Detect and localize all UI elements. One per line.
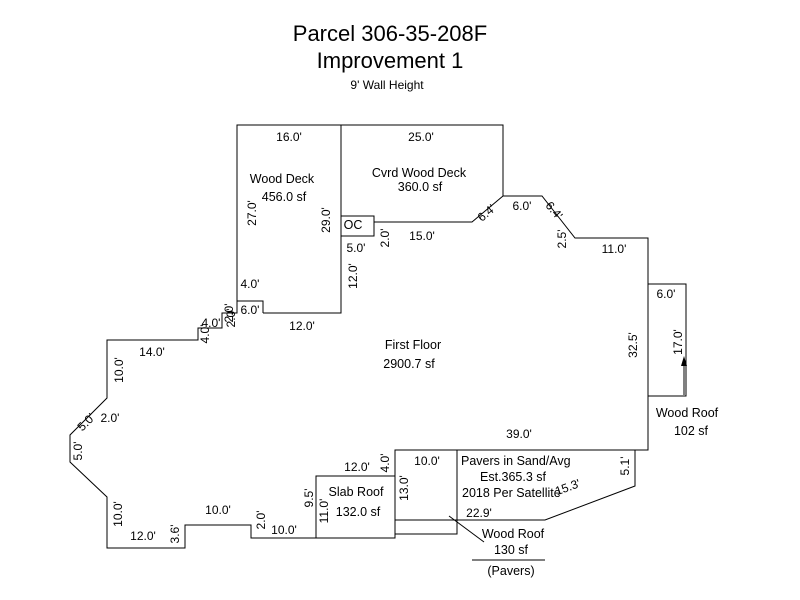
dim-label: 15.3' xyxy=(553,476,582,498)
first-floor-size: 2900.7 sf xyxy=(383,357,435,371)
wood-roof-bottom-name: Wood Roof xyxy=(482,527,545,541)
wood-roof-right-outline xyxy=(648,283,687,397)
dim-label: 5.0' xyxy=(75,411,98,434)
wall-height-label: 9' Wall Height xyxy=(350,78,424,92)
dim-label: 6.0' xyxy=(657,287,676,301)
wood-roof-bottom-note: (Pavers) xyxy=(487,564,534,578)
dim-label: 2.5' xyxy=(555,230,569,249)
dim-label: 2.0' xyxy=(254,511,268,530)
dim-label: 39.0' xyxy=(506,427,532,441)
dim-label: 25.0' xyxy=(408,130,434,144)
dim-label: 16.0' xyxy=(276,130,302,144)
dim-label: 2.0' xyxy=(222,304,236,323)
dim-label: 11.0' xyxy=(317,499,331,524)
dim-label: 10.0' xyxy=(112,357,126,383)
dim-label: 29.0' xyxy=(319,207,333,233)
pavers-label-line1: Pavers in Sand/Avg xyxy=(461,454,571,468)
first-floor-name: First Floor xyxy=(385,338,441,352)
dim-label: 4.0' xyxy=(202,316,221,330)
oc-label: OC xyxy=(344,218,363,232)
dim-label: 11.0' xyxy=(602,242,627,256)
cvrd-wood-deck-name: Cvrd Wood Deck xyxy=(372,166,467,180)
dim-label: 10.0' xyxy=(414,454,440,468)
dim-label: 12.0' xyxy=(289,319,315,333)
dim-label: 6.4' xyxy=(543,199,566,223)
dim-label: 2.0' xyxy=(378,229,392,248)
wood-deck-outline xyxy=(236,124,342,301)
dim-label: 5.0' xyxy=(71,442,85,461)
dim-label: 6.4' xyxy=(475,201,499,224)
dim-label: 3.6' xyxy=(168,525,182,544)
wood-deck-name: Wood Deck xyxy=(250,172,315,186)
dim-label: 4.0' xyxy=(378,454,392,473)
wood-deck-size: 456.0 sf xyxy=(262,190,307,204)
cvrd-wood-deck-size: 360.0 sf xyxy=(398,180,443,194)
wood-roof-bottom-size: 130 sf xyxy=(494,543,529,557)
slab-roof-name: Slab Roof xyxy=(329,485,384,499)
dim-label: 10.0' xyxy=(205,503,231,517)
dim-label: 4.0' xyxy=(241,277,260,291)
dim-label: 22.9' xyxy=(466,506,492,520)
dim-label: 10.0' xyxy=(111,501,125,527)
wood-roof-right-name: Wood Roof xyxy=(656,406,719,420)
dim-label: 6.0' xyxy=(241,303,260,317)
dim-label: 12.0' xyxy=(346,263,360,289)
dim-label: 27.0' xyxy=(245,200,259,226)
pavers-label-line2: Est.365.3 sf xyxy=(480,470,547,484)
wood-roof-bottom-outline xyxy=(395,520,458,535)
dim-label: 10.0' xyxy=(271,523,297,537)
dim-label: 6.0' xyxy=(513,199,532,213)
slab-roof-outline xyxy=(316,476,396,539)
dim-label: 14.0' xyxy=(139,345,165,359)
cvrd-wood-deck-outline xyxy=(341,124,504,196)
dim-label: 15.0' xyxy=(409,229,435,243)
oc-outline xyxy=(341,215,375,222)
dim-label: 5.1' xyxy=(618,457,632,476)
dim-label: 9.5' xyxy=(302,489,316,508)
dim-label: 4.0' xyxy=(198,325,212,344)
pavers-label-line3: 2018 Per Satellite xyxy=(462,486,561,500)
parcel-title: Parcel 306-35-208F xyxy=(293,21,487,46)
wood-roof-right-size: 102 sf xyxy=(674,424,709,438)
dim-label: 12.0' xyxy=(130,529,156,543)
dim-label: 12.0' xyxy=(344,460,370,474)
dim-label: 2.0' xyxy=(101,411,120,425)
dim-label: 5.0' xyxy=(347,241,366,255)
dim-label: 17.0' xyxy=(671,329,685,355)
arrow-head-icon xyxy=(681,356,687,366)
dim-label: 32.5' xyxy=(626,332,640,358)
dim-label: 2.0' xyxy=(224,309,238,328)
improvement-title: Improvement 1 xyxy=(317,48,464,73)
first-floor-outline xyxy=(69,195,649,549)
slab-roof-size: 132.0 sf xyxy=(336,505,381,519)
wood-roof-bottom-pointer xyxy=(448,515,485,543)
dim-label: 13.0' xyxy=(397,475,411,501)
